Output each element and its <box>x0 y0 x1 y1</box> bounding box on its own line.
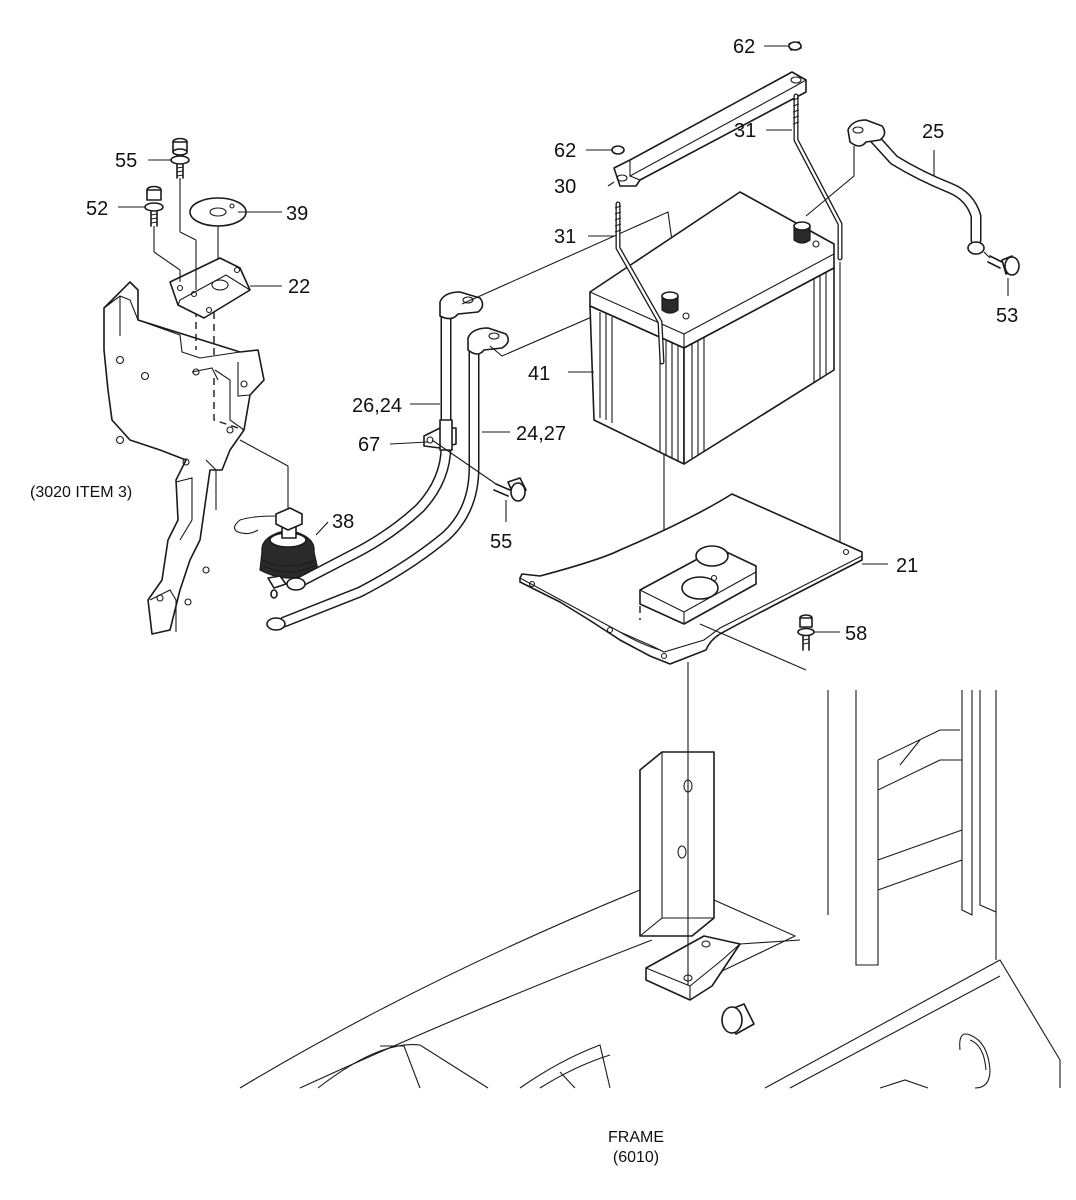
part-58-bolt <box>797 614 815 651</box>
label-55-middle: 55 <box>490 531 512 553</box>
label-53: 53 <box>996 305 1018 327</box>
part-25-ground-cable <box>847 119 985 255</box>
label-62-top: 62 <box>733 36 755 58</box>
label-31-right: 31 <box>734 120 756 142</box>
label-21: 21 <box>896 555 918 577</box>
footer-frame-ref: (6010) <box>613 1149 659 1166</box>
label-52: 52 <box>86 198 108 220</box>
part-52-bolt <box>144 185 164 227</box>
label-25: 25 <box>922 121 944 143</box>
part-62-nut-left <box>611 145 625 155</box>
reference-3020-item-3: (3020 ITEM 3) <box>30 484 132 501</box>
label-31-left: 31 <box>554 226 576 248</box>
part-22-plate <box>169 257 251 319</box>
footer-frame: FRAME <box>608 1129 664 1146</box>
label-62-left: 62 <box>554 140 576 162</box>
bracket-3020-item-3 <box>103 281 265 635</box>
part-62-nut-top <box>788 41 802 51</box>
part-38-battery-switch <box>233 507 319 599</box>
label-26-24: 26,24 <box>352 395 402 417</box>
label-22: 22 <box>288 276 310 298</box>
label-39: 39 <box>286 203 308 225</box>
label-67: 67 <box>358 434 380 456</box>
frame-body <box>239 690 1061 1089</box>
label-41: 41 <box>528 363 550 385</box>
label-24-27: 24,27 <box>516 423 566 445</box>
label-38: 38 <box>332 511 354 533</box>
part-53-bolt <box>987 255 1020 276</box>
label-30: 30 <box>554 176 576 198</box>
part-21-battery-tray <box>519 493 863 665</box>
part-30-hold-down-bar <box>613 71 807 187</box>
part-55-bolt-top <box>170 137 190 179</box>
battery-cables <box>266 291 510 631</box>
label-58: 58 <box>845 623 867 645</box>
label-55-top: 55 <box>115 150 137 172</box>
part-31-rods <box>614 93 843 365</box>
part-39-washer <box>189 197 247 227</box>
part-41-battery <box>589 191 835 465</box>
part-55-bolt-middle <box>493 477 527 522</box>
